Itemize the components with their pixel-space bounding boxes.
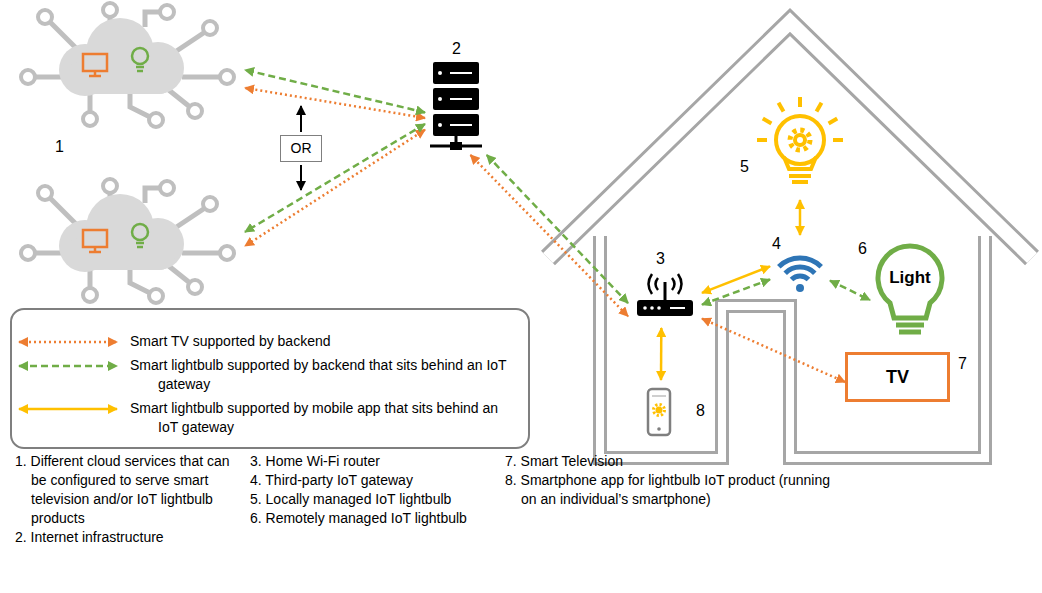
connector	[471, 155, 629, 316]
legend-line	[19, 341, 117, 344]
or-box: OR	[280, 135, 322, 162]
connector	[830, 281, 870, 300]
callout-number: 1	[55, 138, 64, 156]
cloud-service	[21, 3, 234, 127]
house-outline	[548, 22, 1032, 458]
wifi-router: 3	[628, 250, 702, 328]
text-slot: TV	[848, 355, 947, 399]
connector	[487, 155, 628, 303]
list-column: 1. Different cloud services that can be …	[15, 452, 245, 547]
legend-line-sample	[16, 336, 122, 348]
server-icon	[430, 62, 482, 150]
legend-text: Smart lightbulb supported by mobile app …	[130, 399, 520, 437]
text-slot: 3	[656, 250, 665, 268]
legend-line	[19, 365, 117, 368]
remote-lightbulb: 6Light	[870, 240, 950, 340]
legend-line-sample	[16, 403, 122, 415]
node-label: OR	[291, 140, 312, 156]
legend-row: Smart TV supported by backend	[12, 332, 520, 351]
list-item: 2. Internet infrastructure	[15, 528, 245, 547]
smart-tv: TV7	[845, 352, 950, 402]
connector	[702, 319, 845, 382]
smartphone-icon	[648, 389, 670, 435]
legend-row: Smart lightbulb supported by backend tha…	[12, 356, 520, 394]
text-slot: 2	[452, 40, 461, 58]
connector	[799, 200, 802, 235]
wifi-gateway-icon	[779, 258, 821, 292]
text-slot: Light	[870, 268, 950, 288]
list-item: 7. Smart Television	[505, 452, 835, 471]
local-bulb-icon	[757, 97, 843, 182]
router-icon	[637, 274, 693, 316]
list-item: 6. Remotely managed IoT lightbulb	[250, 509, 490, 528]
connector	[702, 279, 770, 304]
text-slot: 4	[772, 235, 781, 253]
connector	[660, 328, 663, 380]
list-item: 4. Third-party IoT gateway	[250, 471, 490, 490]
legend-box: Smart TV supported by backendSmart light…	[10, 308, 530, 449]
text-slot: 5	[740, 158, 749, 176]
list-item: 8. Smartphone app for lightbulb IoT prod…	[505, 471, 835, 509]
legend-line	[19, 408, 117, 411]
list-column: 3. Home Wi-Fi router4. Third-party IoT g…	[250, 452, 490, 528]
connector	[245, 70, 425, 113]
legend-row: Smart lightbulb supported by mobile app …	[12, 399, 520, 437]
callout-number: 3	[656, 250, 665, 268]
legend-text: Smart lightbulb supported by backend tha…	[130, 356, 520, 394]
node-label: TV	[886, 367, 909, 388]
node-label: Light	[889, 268, 931, 288]
text-slot: 8	[696, 402, 705, 420]
list-column: 7. Smart Television8. Smartphone app for…	[505, 452, 835, 509]
smartphone-app: 8	[640, 380, 710, 445]
internet-server: 2	[425, 40, 490, 155]
connector	[245, 130, 425, 246]
text-slot: 6	[858, 240, 867, 258]
list-item: 3. Home Wi-Fi router	[250, 452, 490, 471]
text-slot: OR	[281, 136, 321, 161]
callout-number: 4	[772, 235, 781, 253]
callout-number: 2	[452, 40, 461, 58]
legend-text: Smart TV supported by backend	[130, 332, 520, 351]
remote-bulb-icon	[878, 246, 942, 332]
connector	[245, 124, 425, 232]
cloud-services: 1	[15, 0, 245, 295]
list-item: 1. Different cloud services that can be …	[15, 452, 245, 528]
local-lightbulb: 5	[760, 100, 840, 200]
text-slot: 7	[958, 355, 967, 373]
text-slot: 1	[55, 138, 64, 156]
list-item: 5. Locally managed IoT lightbulb	[250, 490, 490, 509]
cloud-service	[21, 179, 234, 303]
callout-number: 8	[696, 402, 705, 420]
callout-number: 7	[958, 355, 967, 373]
iot-gateway: 4	[770, 235, 830, 292]
callout-number: 6	[858, 240, 867, 258]
callout-number: 5	[740, 158, 749, 176]
legend-line-sample	[16, 360, 122, 372]
connector	[702, 266, 770, 293]
